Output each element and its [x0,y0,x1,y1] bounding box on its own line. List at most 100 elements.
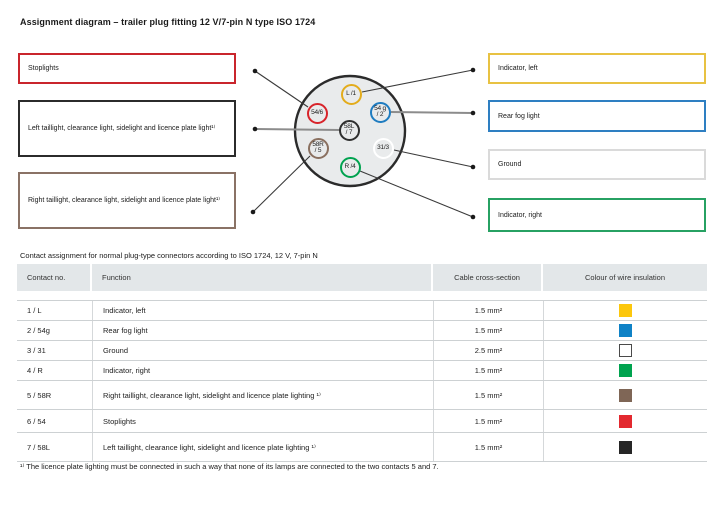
pin-58r-5: 58R/ 5 [307,137,329,159]
wire-colour-swatch [619,364,632,377]
cell-contact: 7 / 58L [27,442,50,452]
cell-cross-section: 1.5 mm² [433,301,543,320]
cell-function: Ground [92,341,433,360]
cell-contact: 5 / 58R [27,390,52,400]
line-right-taillight [252,155,311,213]
cell-contact: 4 / R [27,366,43,375]
pin-58l-7-label2: / 7 [345,129,353,136]
wire-colour-swatch [619,388,632,402]
indicator-right-box-label: Indicator, right [498,211,542,219]
ground-box-label: Ground [498,161,522,168]
dot-stoplights [252,68,258,74]
table-row: 2 / 54g Rear fog light 1.5 mm² [17,321,707,341]
wire-colour-swatch [619,414,632,428]
stoplights-box: Stoplights [18,53,236,84]
left-taillight-box: Left taillight, clearance light, sidelig… [18,100,236,157]
pin-54g-2-label: 54 g [374,104,386,112]
cell-cross-section: 2.5 mm² [433,341,543,360]
wire-colour-swatch [619,344,632,357]
cell-function: Indicator, left [92,301,433,320]
table-row: 7 / 58L Left taillight, clearance light,… [17,433,707,462]
cell-colour [543,361,707,380]
pin-54g-2-label2: / 2 [376,111,384,118]
pin-r-4: R /4 [339,156,361,178]
line-left-taillight [254,128,341,131]
ground-box: Ground [488,149,706,180]
cell-contact: 6 / 54 [27,416,46,426]
wire-colour-swatch [619,304,632,317]
cell-function: Indicator, right [92,361,433,380]
line-indicator-left [361,69,474,93]
cell-cross-section: 1.5 mm² [433,361,543,380]
cell-cross-section: 1.5 mm² [433,321,543,340]
wire-colour-swatch [619,440,632,454]
header-contact-no: Contact no. [17,264,92,291]
table-row: 6 / 54 Stoplights 1.5 mm² [17,410,707,433]
cell-function: Stoplights [92,410,433,432]
rear-fog-box-label: Rear fog light [498,112,540,120]
dot-indicator-left [470,67,476,73]
indicator-left-box-label: Indicator, left [498,65,538,72]
pin-31-3-label: 31/3 [377,143,389,151]
pin-54-6: 54/6 [306,102,328,124]
left-taillight-box-label: Left taillight, clearance light, sidelig… [28,125,216,132]
table-header-row: Contact no. Function Cable cross-section… [17,264,707,291]
footnote: ¹⁾ The licence plate lighting must be co… [20,462,439,471]
pin-58l-7-label: 58L [343,122,355,130]
cell-colour [543,433,707,461]
pin-l-1: L /1 [340,83,362,105]
line-ground [393,149,474,168]
line-indicator-right [359,170,474,218]
line-end-dots [250,67,476,220]
cell-colour [543,410,707,432]
table-row: 4 / R Indicator, right 1.5 mm² [17,361,707,381]
dot-right-taillight [250,209,256,215]
pin-58r-5-label2: / 5 [314,147,322,154]
rear-fog-box: Rear fog light [488,100,706,132]
header-function: Function [92,264,433,291]
table-row: 5 / 58R Right taillight, clearance light… [17,381,707,410]
cell-cross-section: 1.5 mm² [433,433,543,461]
page-title: Assignment diagram – trailer plug fittin… [20,17,316,27]
indicator-right-box: Indicator, right [488,198,706,232]
dot-ground [470,164,476,170]
indicator-left-box: Indicator, left [488,53,706,84]
stoplights-box-label: Stoplights [28,65,59,72]
cell-colour [543,341,707,360]
connector-lines-gray [254,111,474,131]
table-body: 1 / L Indicator, left 1.5 mm² 2 / 54g Re… [17,300,707,462]
cell-contact: 1 / L [27,306,42,315]
pin-r-4-label: R /4 [344,162,356,170]
pin-l-1-label: L /1 [346,89,356,97]
dot-left-taillight [252,126,258,132]
right-taillight-box-label: Right taillight, clearance light, sideli… [28,197,220,204]
pin-58l-7: 58L/ 7 [338,119,360,141]
cell-colour [543,381,707,409]
cell-cross-section: 1.5 mm² [433,410,543,432]
line-stoplights [254,70,309,108]
table-row: 1 / L Indicator, left 1.5 mm² [17,300,707,321]
pin-54-6-label: 54/6 [311,108,323,116]
contact-assignment-table: Contact no. Function Cable cross-section… [17,264,707,462]
table-row: 3 / 31 Ground 2.5 mm² [17,341,707,361]
pin-31-3: 31/3 [372,137,394,159]
pin-58r-5-label: 58R [312,140,324,148]
table-caption: Contact assignment for normal plug-type … [20,251,318,260]
dot-rear-fog [470,110,476,116]
cell-function: Right taillight, clearance light, sideli… [92,381,433,409]
cell-cross-section: 1.5 mm² [433,381,543,409]
header-cable-cross-section: Cable cross-section [433,264,543,291]
wire-colour-swatch [619,324,632,337]
cell-colour [543,321,707,340]
cell-function: Left taillight, clearance light, sidelig… [92,433,433,461]
cell-contact: 2 / 54g [27,326,50,335]
cell-colour [543,301,707,320]
cell-contact: 3 / 31 [27,346,46,355]
cell-function: Rear fog light [92,321,433,340]
pin-54g-2: 54 g/ 2 [369,101,391,123]
connector-lines [252,69,474,218]
right-taillight-box: Right taillight, clearance light, sideli… [18,172,236,229]
dot-indicator-right [470,214,476,220]
header-colour: Colour of wire insulation [584,273,666,282]
